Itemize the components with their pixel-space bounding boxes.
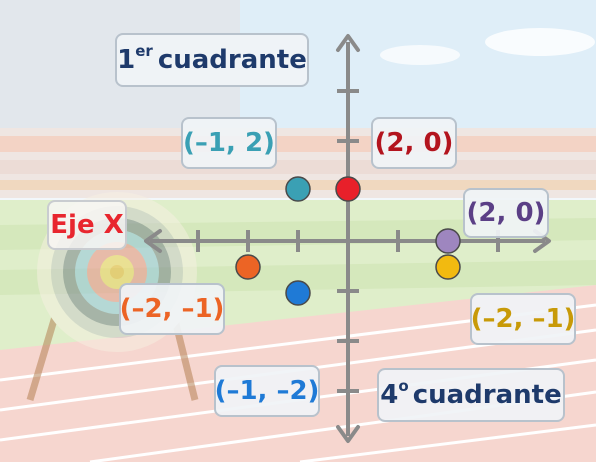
x-axis-arrow-left (144, 229, 162, 253)
point-label-text: (2, 0) (374, 128, 454, 158)
point-label-text: (–2, –1) (470, 304, 576, 334)
y-axis-arrow-up (336, 34, 360, 52)
point-label: (–1, –2) (214, 365, 320, 417)
points-layer (235, 176, 461, 306)
quadrant-4-superscript: o (398, 376, 409, 395)
point-marker (285, 280, 311, 306)
point-label-text: (–2, –1) (119, 294, 225, 324)
point-label-text: (–1, 2) (183, 128, 275, 158)
quadrant-1-number: 1 (117, 45, 136, 75)
point-label: (–2, –1) (470, 293, 576, 345)
point-label: (2, 0) (371, 117, 457, 169)
point-label: (–1, 2) (181, 117, 277, 169)
point-marker (435, 228, 461, 254)
point-label-text: (–1, –2) (214, 376, 320, 406)
point-marker (235, 254, 261, 280)
point-label-text: (2, 0) (466, 198, 546, 228)
point-label: (–2, –1) (119, 283, 225, 335)
y-axis-arrow-down (336, 425, 360, 443)
point-label: (2, 0) (463, 188, 549, 238)
quadrant-1-text: cuadrante (157, 45, 307, 75)
quadrant-4-text: cuadrante (412, 380, 562, 410)
axis-x-label: Eje X (47, 200, 127, 250)
quadrant-1-superscript: er (135, 41, 153, 60)
quadrant-4-number: 4 (380, 380, 399, 410)
point-marker (335, 176, 361, 202)
point-marker (435, 254, 461, 280)
point-marker (285, 176, 311, 202)
axis-x-text: Eje X (50, 210, 124, 240)
